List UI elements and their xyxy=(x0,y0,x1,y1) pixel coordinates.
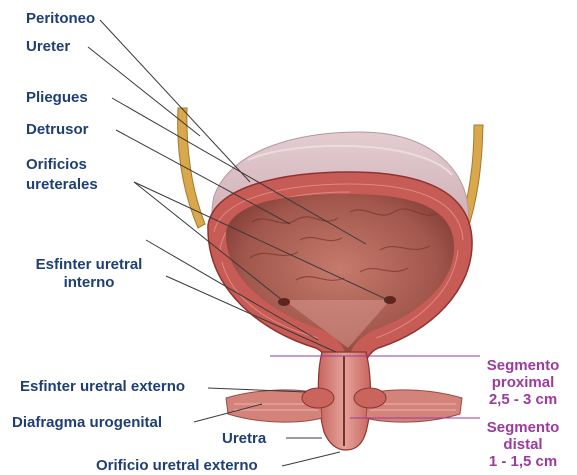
segment-distal-title: Segmento xyxy=(478,419,568,436)
segment-proximal-length: 2,5 - 3 cm xyxy=(478,391,568,408)
label-ureter: Ureter xyxy=(26,38,70,56)
label-esfinter-interno-2: interno xyxy=(26,274,152,292)
external-sphincter xyxy=(302,388,334,408)
left-ureter xyxy=(178,108,205,228)
label-orificios: Orificios xyxy=(26,156,87,174)
segment-proximal-title: Segmento xyxy=(478,357,568,374)
label-detrusor: Detrusor xyxy=(26,121,89,139)
label-ureterales: ureterales xyxy=(26,176,98,194)
segment-distal-name: distal xyxy=(478,436,568,453)
label-uretra: Uretra xyxy=(222,430,266,448)
segment-distal-length: 1 - 1,5 cm xyxy=(478,453,568,470)
label-peritoneo: Peritoneo xyxy=(26,10,95,28)
segment-proximal-name: proximal xyxy=(478,374,568,391)
label-diafragma: Diafragma urogenital xyxy=(12,414,162,432)
label-esfinter-interno-1: Esfinter uretral xyxy=(26,256,152,274)
label-orificio-externo: Orificio uretral externo xyxy=(96,457,258,475)
right-ureteral-orifice xyxy=(384,296,396,304)
label-esfinter-externo: Esfinter uretral externo xyxy=(20,378,185,396)
label-pliegues: Pliegues xyxy=(26,89,88,107)
left-ureteral-orifice xyxy=(278,298,290,306)
